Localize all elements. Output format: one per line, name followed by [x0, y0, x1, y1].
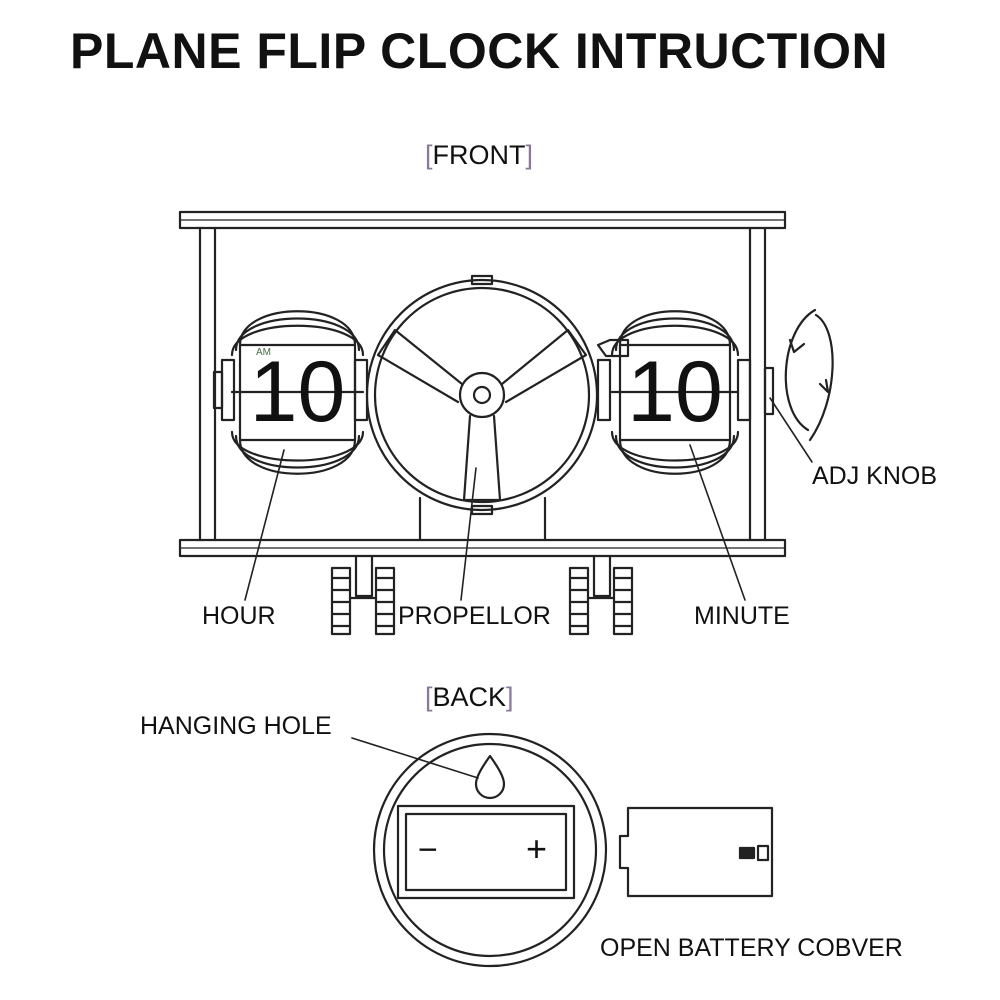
label-hanging-hole: HANGING HOLE: [140, 712, 332, 740]
bracket-open: [: [425, 140, 433, 170]
section-back-heading: [BACK]: [425, 682, 514, 713]
label-adj-knob: ADJ KNOB: [812, 462, 938, 490]
battery-minus-sign: −: [418, 831, 438, 869]
landing-gear-right: [568, 554, 634, 636]
section-front-heading: [FRONT]: [425, 140, 533, 171]
label-propellor: PROPELLOR: [398, 602, 551, 630]
battery-cover: [618, 806, 774, 898]
label-minute: MINUTE: [694, 602, 790, 630]
minute-flip-drum: [596, 310, 752, 475]
propeller-body: [365, 274, 599, 516]
am-indicator: AM: [256, 347, 271, 358]
page-title: PLANE FLIP CLOCK INTRUCTION: [70, 23, 889, 79]
label-battery-cover: OPEN BATTERY COBVER: [600, 934, 903, 962]
propeller-blades: [376, 328, 588, 502]
leader-lines-front: [244, 397, 813, 601]
hanging-hole-leader: [351, 737, 479, 779]
adj-knob: [763, 366, 775, 416]
front-label: FRONT: [432, 140, 526, 170]
battery-plus-sign: +: [526, 828, 548, 869]
minute-digits: 10: [627, 344, 723, 440]
back-clock-case: [372, 732, 608, 968]
label-hour: HOUR: [202, 602, 276, 630]
hanging-hole-icon: [474, 754, 506, 800]
plane-frame: [178, 210, 787, 558]
bracket-close: ]: [525, 140, 534, 170]
back-label: BACK: [432, 682, 507, 712]
hour-digits: 10: [249, 344, 346, 440]
bracket-close: ]: [506, 682, 514, 712]
bracket-open: [: [425, 682, 433, 712]
rotation-arrow-icon: [784, 308, 834, 442]
landing-gear-left: [330, 554, 396, 636]
